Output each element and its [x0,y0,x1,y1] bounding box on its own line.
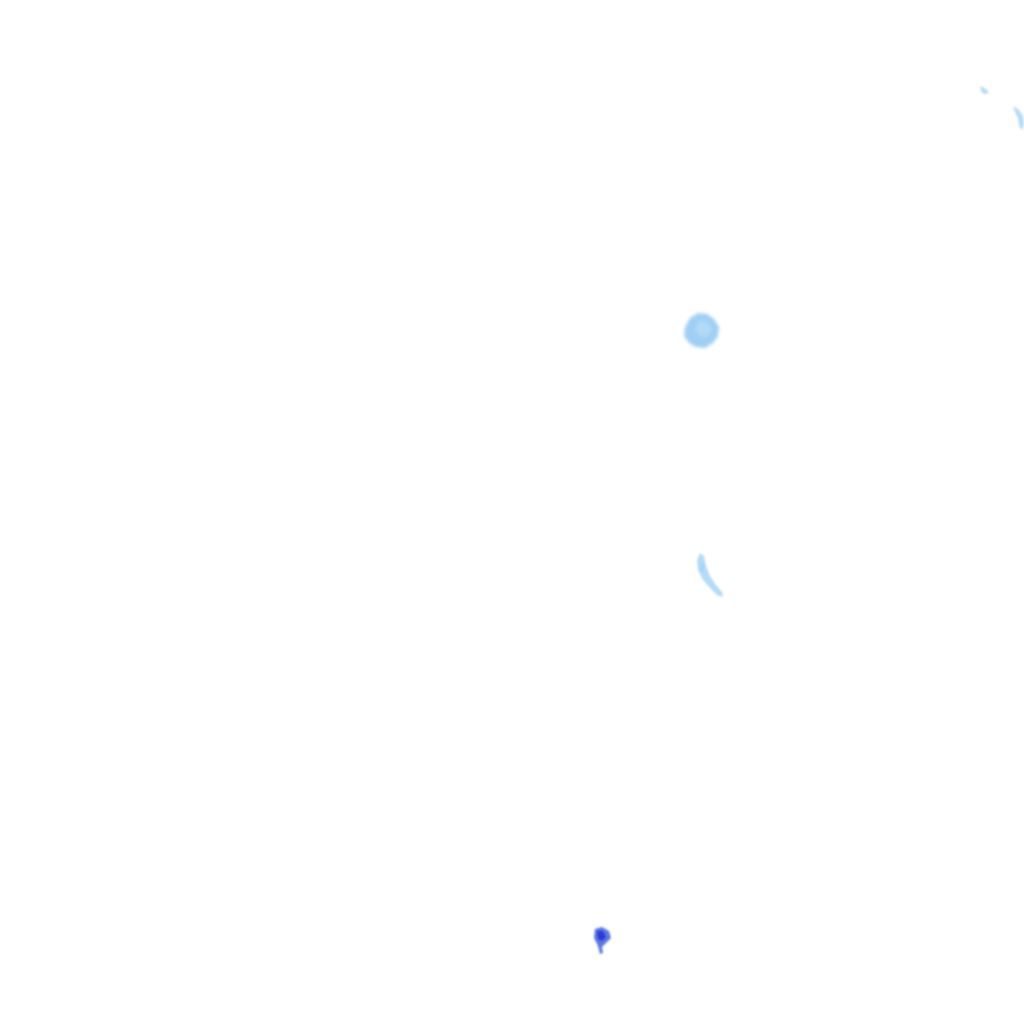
echo-top-right-b [1013,106,1024,130]
echo-bottom-cell [594,927,611,954]
echo-center-cluster [684,313,719,348]
echo-top-right-a [980,86,989,94]
echo-center-streak [697,553,723,597]
